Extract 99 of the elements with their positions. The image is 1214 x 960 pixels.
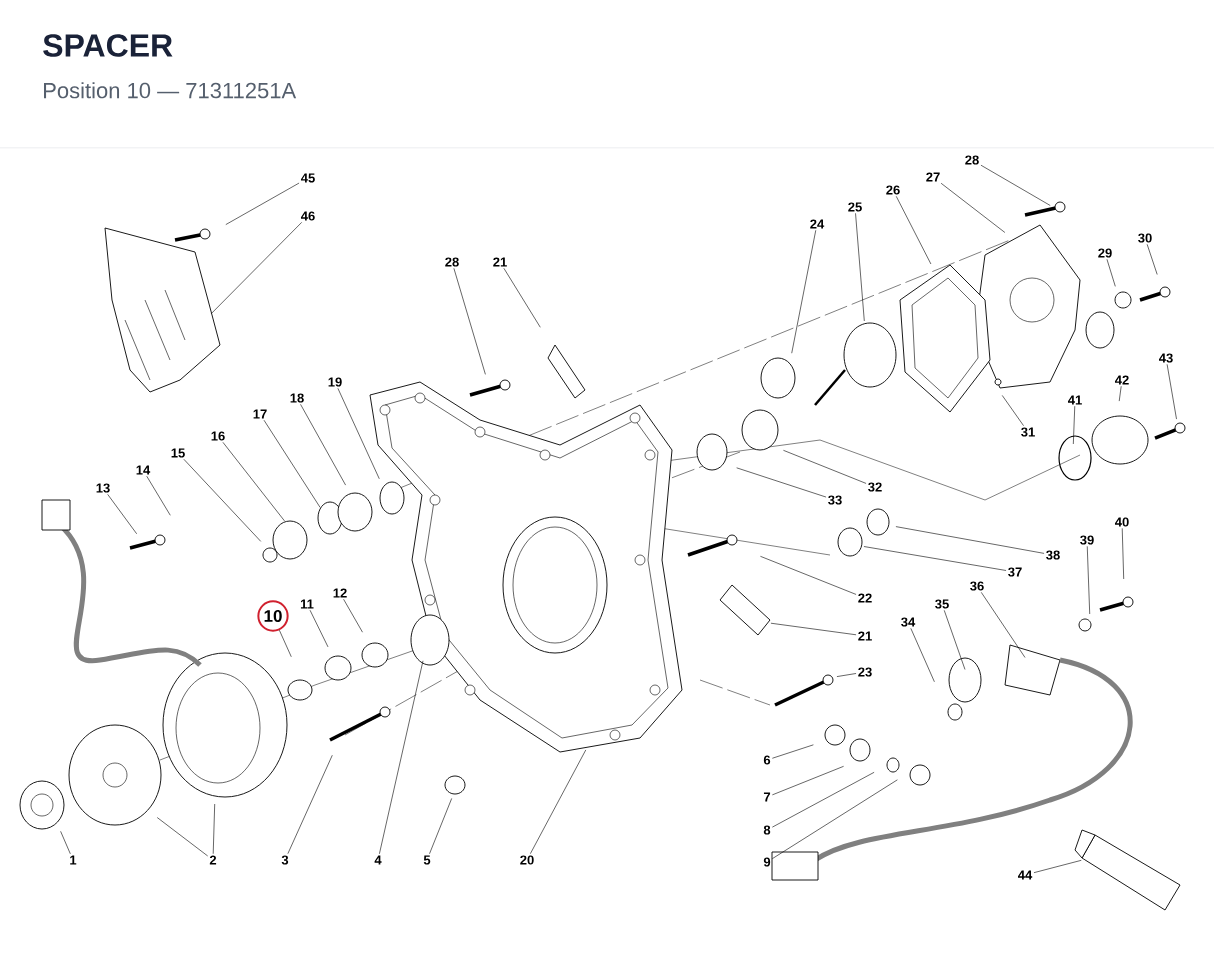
callout-number: 21: [858, 631, 872, 641]
leader-line: [772, 766, 844, 796]
callout-number: 25: [848, 202, 862, 212]
leader-line: [772, 744, 814, 759]
callout-number: 8: [763, 825, 771, 835]
callout-number: 31: [1021, 427, 1035, 437]
callout-number: 45: [301, 173, 315, 183]
callout-number: 18: [290, 393, 304, 403]
callout-number: 3: [281, 855, 289, 865]
callout-number: 16: [211, 431, 225, 441]
leader-line: [943, 610, 966, 670]
leader-line: [107, 494, 137, 535]
callout-number: 42: [1115, 375, 1129, 385]
callout-number: 1: [70, 855, 77, 865]
leader-line: [836, 673, 857, 677]
callout-number: 44: [1018, 870, 1033, 880]
callout-number: 12: [333, 588, 347, 598]
leader-line: [309, 609, 329, 648]
leader-line: [863, 546, 1007, 571]
callout-number: 30: [1138, 233, 1152, 243]
leader-line: [225, 182, 300, 225]
leader-line: [212, 803, 215, 855]
callout-number: 5: [423, 855, 431, 865]
leader-line: [980, 592, 1026, 658]
leader-line: [1086, 546, 1090, 615]
callout-number: 27: [926, 172, 940, 182]
callout-number: 29: [1098, 248, 1112, 258]
leader-line: [211, 222, 303, 314]
leader-line: [772, 772, 875, 828]
leader-line: [940, 182, 1006, 233]
callout-number: 2: [209, 855, 217, 865]
callout-number: 37: [1008, 567, 1022, 577]
leader-line: [429, 798, 452, 855]
callout-number: 9: [763, 857, 771, 867]
callout-number: 6: [763, 755, 771, 765]
leader-line: [183, 458, 262, 542]
leader-line: [503, 267, 541, 328]
leader-line: [910, 628, 935, 683]
callout-number: 28: [965, 155, 979, 165]
callout-number: 28: [445, 257, 459, 267]
leader-line: [855, 213, 865, 322]
leader-line: [337, 388, 380, 480]
callout-number: 41: [1068, 395, 1082, 405]
leader-line: [1121, 528, 1124, 580]
callout-number: 32: [868, 482, 882, 492]
callout-number: 36: [970, 581, 984, 591]
leader-line: [895, 526, 1045, 554]
callout-number: 46: [301, 211, 315, 221]
callout-number: 4: [374, 855, 382, 865]
callout-number: 34: [901, 617, 916, 627]
callout-number: 7: [763, 792, 771, 802]
leader-line: [1073, 405, 1076, 445]
leader-line: [343, 598, 363, 633]
leader-line: [770, 622, 857, 636]
callout-number: 19: [328, 377, 342, 387]
callout-number: 20: [520, 855, 534, 865]
callout-number: 10: [257, 600, 289, 632]
callout-number: 11: [300, 599, 314, 609]
leader-line: [530, 749, 587, 854]
leader-line: [263, 419, 321, 508]
leader-line: [156, 817, 208, 857]
callout-number: 15: [171, 448, 185, 458]
callout-number: 17: [253, 409, 267, 419]
leader-line: [895, 196, 932, 265]
leader-line: [146, 475, 171, 516]
leader-line: [300, 404, 346, 486]
callout-number: 33: [828, 495, 842, 505]
leader-line: [980, 164, 1051, 206]
callout-number: 38: [1046, 550, 1060, 560]
callout-number: 43: [1159, 353, 1173, 363]
subtitle: Position 10 — 71311251A: [44, 82, 297, 99]
leader-line: [222, 442, 285, 522]
leader-line: [1106, 259, 1116, 287]
leader-line: [1033, 860, 1082, 873]
leader-line: [287, 754, 333, 854]
callout-number: 22: [858, 593, 872, 603]
callout-number: 40: [1115, 517, 1129, 527]
callout-number: 14: [136, 465, 151, 475]
leader-line: [379, 660, 424, 855]
callout-number: 13: [96, 483, 110, 493]
leader-line: [783, 450, 867, 484]
callout-number: 21: [493, 257, 507, 267]
leader-line: [1146, 244, 1158, 275]
callout-number: 39: [1080, 535, 1094, 545]
callout-number: 35: [935, 599, 949, 609]
leader-line: [453, 268, 486, 375]
title: SPACER: [43, 34, 173, 57]
leader-line: [760, 556, 857, 595]
leader-line: [60, 831, 71, 855]
leader-line: [736, 467, 827, 498]
leader-line: [791, 229, 817, 354]
leader-line: [279, 630, 292, 658]
callout-number: 24: [810, 219, 825, 229]
leader-line: [1166, 364, 1177, 420]
callout-number: 26: [886, 185, 900, 195]
callout-number: 23: [858, 667, 872, 677]
leader-line: [772, 779, 898, 859]
leader-line: [1118, 385, 1122, 402]
leader-line: [1001, 395, 1024, 426]
